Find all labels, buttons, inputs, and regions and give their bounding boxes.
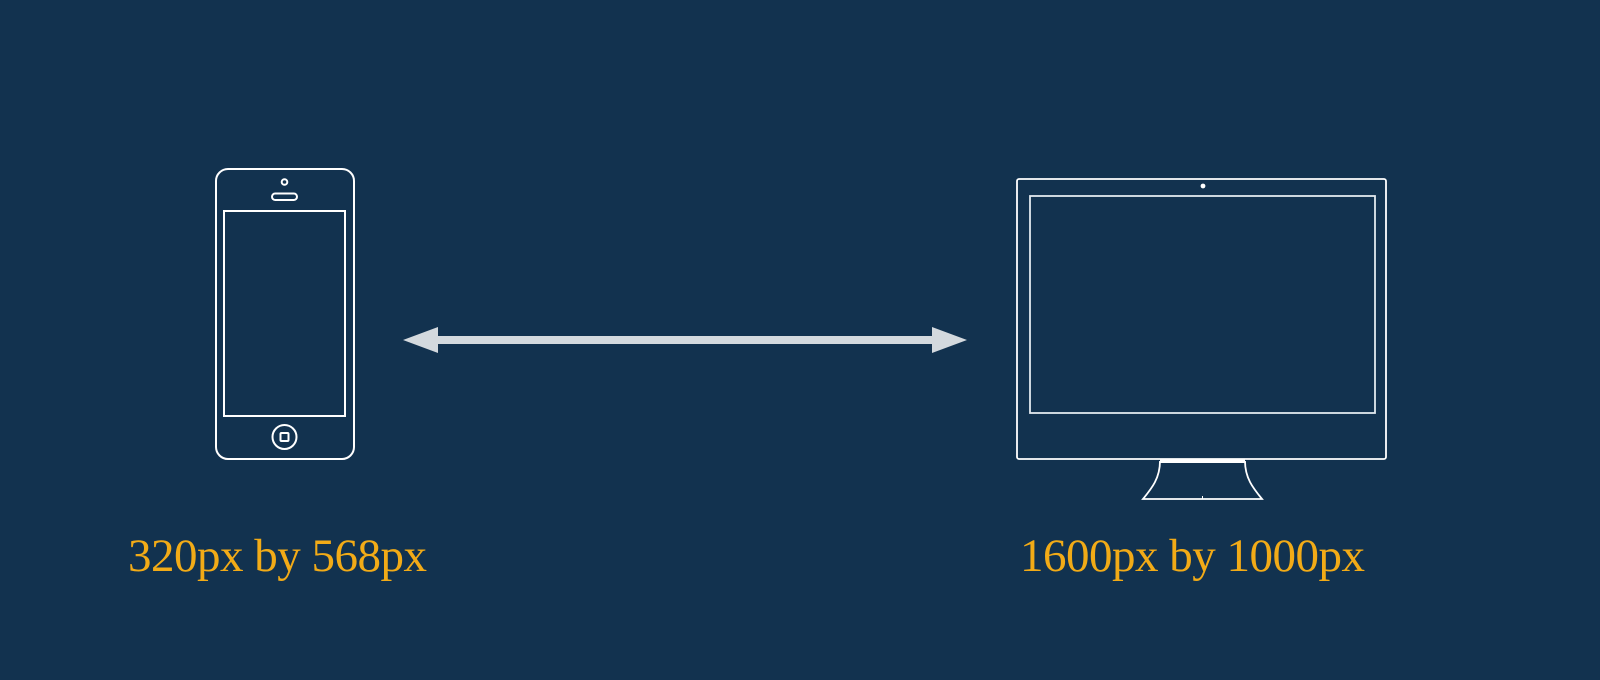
desktop-resolution-label: 1600px by 1000px	[1020, 530, 1365, 582]
phone-resolution-label: 320px by 568px	[128, 530, 427, 582]
double-headed-arrow-icon	[403, 327, 967, 353]
desktop-monitor-icon	[1016, 178, 1387, 500]
smartphone-icon	[215, 168, 355, 460]
